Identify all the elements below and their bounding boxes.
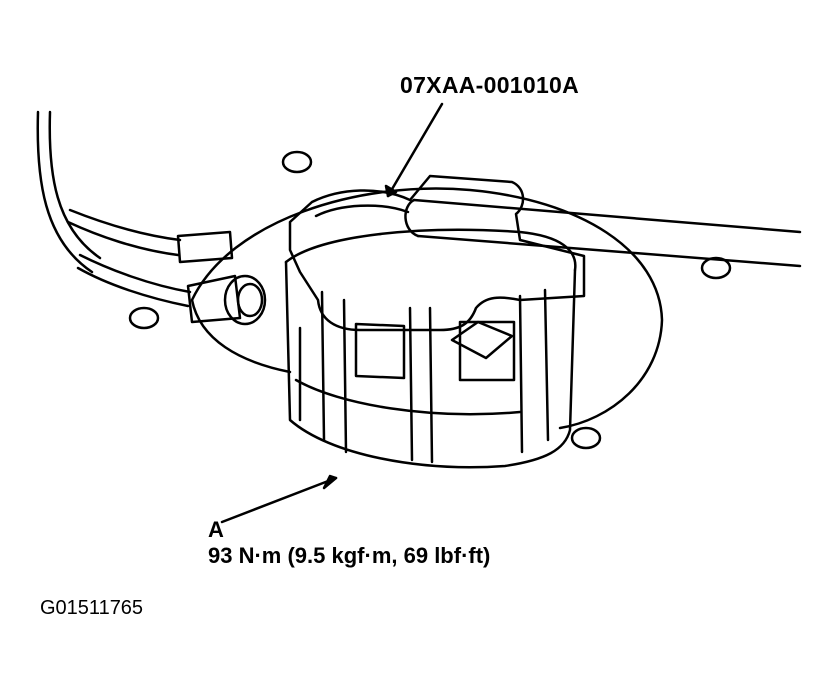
special-tool bbox=[290, 176, 584, 330]
mounting-flange bbox=[192, 188, 662, 428]
fuel-tank-outline bbox=[38, 112, 100, 272]
leader-lines bbox=[222, 104, 442, 522]
hose-fitting bbox=[225, 276, 265, 324]
wrench-handle bbox=[405, 200, 800, 266]
mounting-holes bbox=[130, 152, 730, 448]
torque-specification: 93 N·m (9.5 kgf·m, 69 lbf·ft) bbox=[208, 543, 491, 568]
special-tool-part-number: 07XAA-001010A bbox=[400, 72, 580, 98]
figure-identifier: G01511765 bbox=[40, 597, 144, 619]
fuel-hoses bbox=[68, 210, 240, 322]
lock-ring bbox=[286, 230, 575, 467]
part-callout-letter: A bbox=[208, 517, 224, 542]
